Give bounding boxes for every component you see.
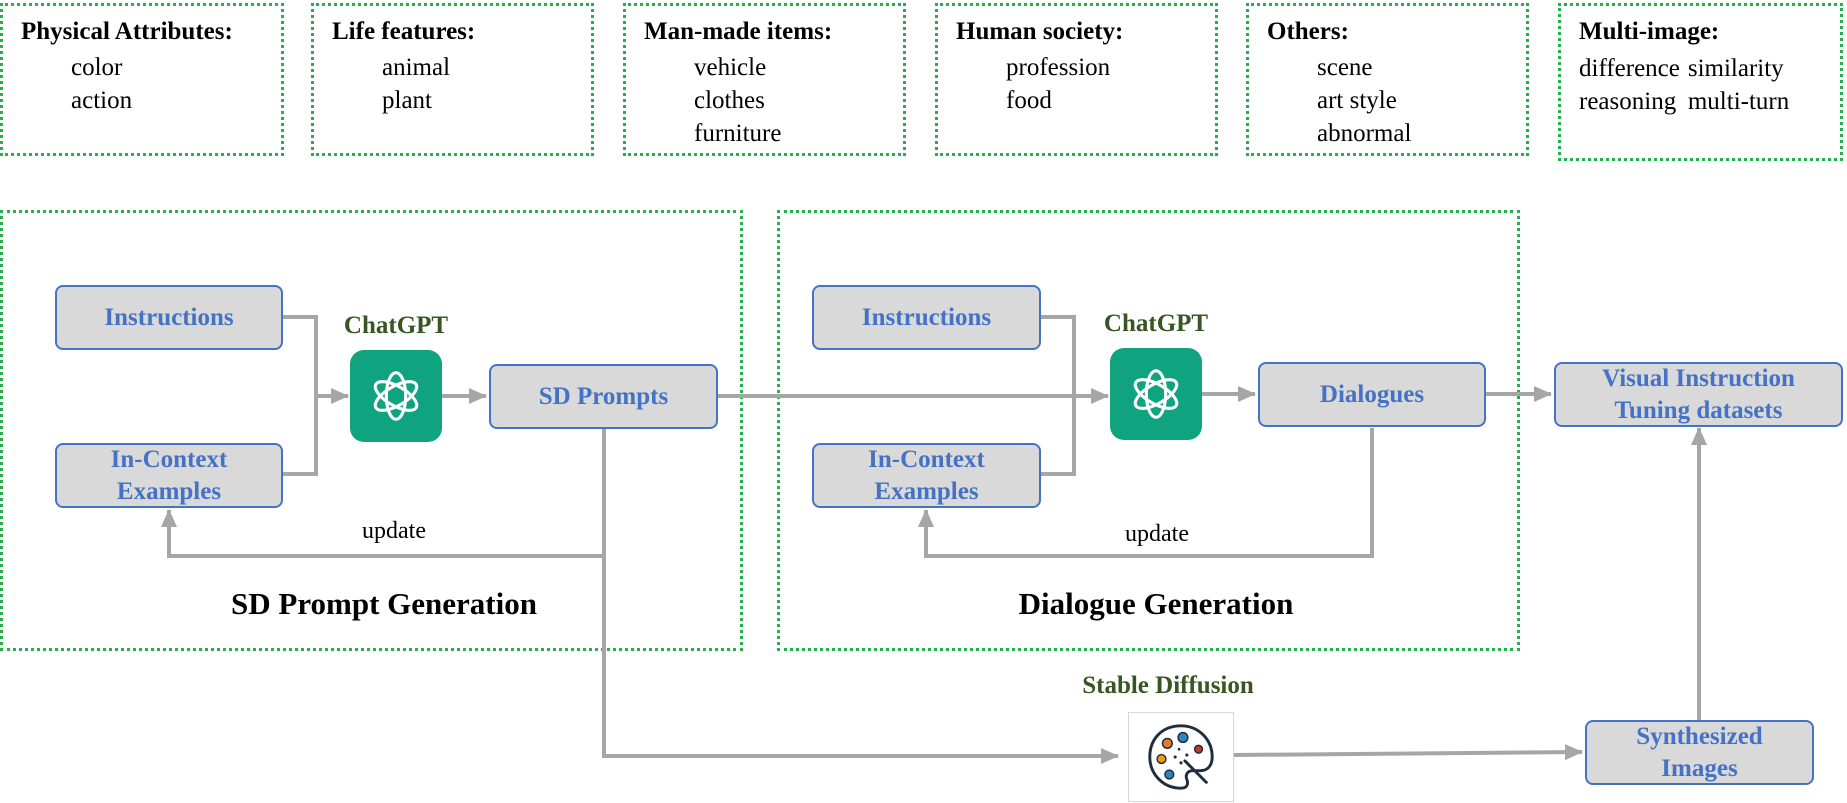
- node-label-line1: In-Context: [110, 445, 228, 473]
- dialogue-generation-section: [777, 210, 1520, 651]
- node-label-line1: In-Context: [868, 445, 985, 473]
- sd-update-label: update: [362, 518, 426, 544]
- arrow-dlg-instructions: [1040, 315, 1076, 396]
- category-title: Human society:: [956, 18, 1124, 45]
- stable-diffusion-logo: [1128, 712, 1234, 802]
- category-physical-attributes: Physical Attributes: color action: [0, 3, 284, 156]
- category-item: scene: [1317, 54, 1373, 81]
- category-item: color: [71, 54, 123, 81]
- dialogues-node: Dialogues: [1258, 362, 1486, 427]
- sd-chatgpt-logo: [350, 350, 442, 442]
- category-item: art style: [1317, 87, 1397, 114]
- sd-prompt-generation-section: [0, 210, 743, 651]
- dialogue-update-label: update: [1125, 521, 1189, 547]
- sd-instructions-node: Instructions: [55, 285, 283, 350]
- arrow-sdprompts-to-stable-diffusion: [602, 556, 1119, 764]
- stable-diffusion-label: Stable Diffusion: [1082, 672, 1254, 699]
- node-label: Dialogues: [1319, 380, 1425, 408]
- category-item: abnormal: [1317, 120, 1412, 147]
- arrow-sd-icl: [282, 396, 318, 476]
- dialogue-in-context-examples-node: In-Context Examples: [812, 443, 1041, 508]
- sd-section-title: SD Prompt Generation: [231, 586, 537, 621]
- node-label-line1: Visual Instruction: [1602, 364, 1795, 392]
- openai-logo-icon: [373, 371, 419, 421]
- node-label: SD Prompts: [538, 382, 669, 410]
- dialogue-section-title: Dialogue Generation: [1018, 586, 1294, 621]
- node-label-line2: Examples: [874, 477, 979, 505]
- category-item: similarity: [1687, 55, 1784, 82]
- category-title: Man-made items:: [644, 18, 833, 45]
- arrow-dialogue-update-loop: [918, 428, 1374, 558]
- arrow-sd-instructions: [282, 315, 318, 396]
- sd-prompts-node: SD Prompts: [489, 364, 718, 429]
- openai-logo-icon: [1133, 369, 1179, 419]
- node-label-line1: Synthesized: [1636, 722, 1763, 750]
- arrow-sd-update-loop: [161, 428, 606, 558]
- dialogue-instructions-node: Instructions: [812, 285, 1041, 350]
- sd-in-context-examples-node: In-Context Examples: [55, 443, 283, 508]
- node-label-line2: Images: [1661, 754, 1738, 782]
- category-item: plant: [382, 87, 432, 114]
- category-man-made-items: Man-made items: vehicle clothes furnitur…: [623, 3, 906, 156]
- category-item: difference: [1579, 55, 1680, 82]
- category-item: action: [71, 87, 133, 114]
- category-multi-image: Multi-image: difference similarity reaso…: [1558, 3, 1843, 161]
- category-item: reasoning: [1579, 88, 1677, 115]
- category-item: animal: [382, 54, 451, 81]
- category-item: vehicle: [694, 54, 767, 81]
- arrow-dlg-icl: [1040, 396, 1076, 476]
- dialogue-chatgpt-logo: [1110, 348, 1202, 440]
- node-label-line2: Tuning datasets: [1614, 396, 1783, 424]
- node-label: Instructions: [104, 303, 234, 331]
- dialogue-chatgpt-label: ChatGPT: [1103, 310, 1209, 337]
- category-item: furniture: [694, 120, 782, 147]
- node-label: Instructions: [861, 303, 992, 331]
- category-title: Life features:: [332, 18, 476, 45]
- category-life-features: Life features: animal plant: [311, 3, 594, 156]
- category-item: clothes: [694, 87, 765, 114]
- paint-palette-icon: [1148, 724, 1214, 790]
- category-human-society: Human society: profession food: [935, 3, 1218, 156]
- sd-chatgpt-label: ChatGPT: [343, 312, 449, 339]
- category-item: multi-turn: [1687, 88, 1790, 115]
- synthesized-images-node: Synthesized Images: [1585, 720, 1814, 785]
- category-title: Physical Attributes:: [21, 18, 233, 45]
- arrow-stable-diffusion-to-synthesized: [1233, 744, 1583, 761]
- category-item: food: [1006, 87, 1052, 114]
- category-title: Others:: [1267, 18, 1349, 45]
- category-title: Multi-image:: [1579, 18, 1720, 45]
- node-label-line2: Examples: [116, 477, 222, 505]
- visual-instruction-tuning-datasets-node: Visual Instruction Tuning datasets: [1554, 362, 1843, 427]
- category-item: profession: [1006, 54, 1111, 81]
- category-others: Others: scene art style abnormal: [1246, 3, 1529, 156]
